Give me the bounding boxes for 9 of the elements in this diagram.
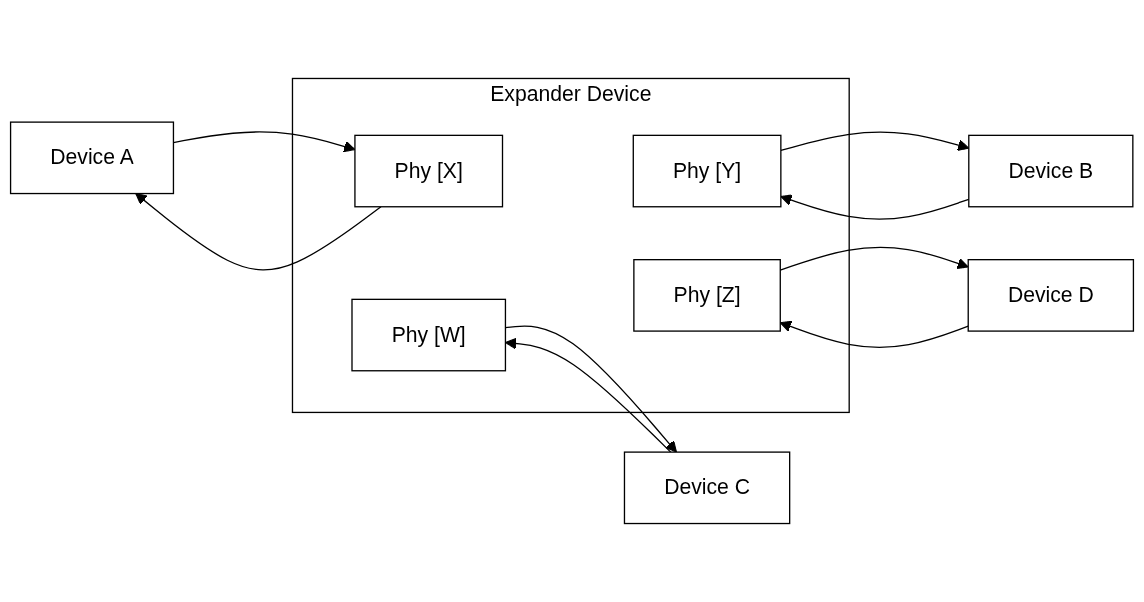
node-box: Device D: [967, 259, 1135, 332]
arrow: [135, 193, 382, 271]
node-box: Phy [Y]: [632, 134, 782, 208]
node-box: Phy [Z]: [633, 259, 781, 332]
node-box: Phy [W]: [351, 298, 507, 372]
node-box: Device C: [623, 451, 791, 525]
node-box: Device A: [9, 121, 175, 195]
node-box: Device B: [968, 134, 1134, 208]
node-box: Phy [X]: [354, 134, 504, 208]
